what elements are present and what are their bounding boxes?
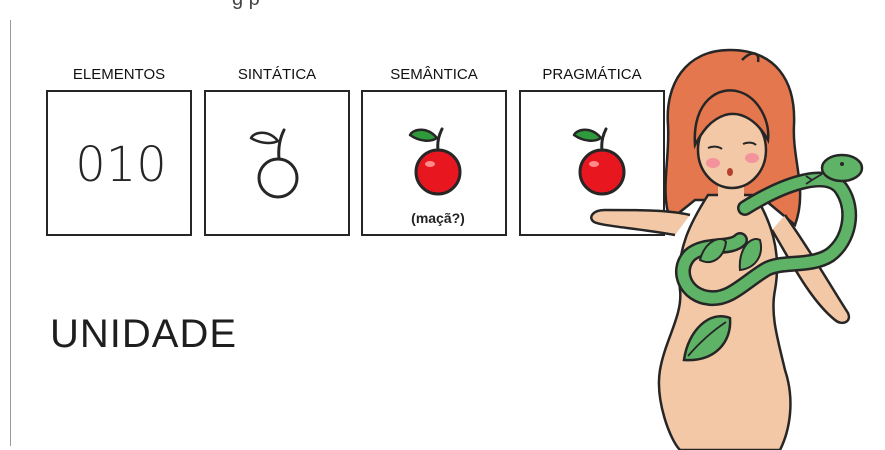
apple-outline-icon	[206, 92, 352, 238]
left-divider	[10, 20, 11, 446]
binary-text: 010	[75, 137, 167, 193]
panel-elementos: 010	[46, 90, 192, 236]
apple-caption: (maçã?)	[408, 210, 468, 226]
top-caption-fragment: g p	[232, 0, 260, 11]
panel-label-semantica: SEMÂNTICA	[361, 66, 507, 83]
slide-heading: UNIDADE	[50, 312, 237, 357]
panel-label-elementos: ELEMENTOS	[46, 66, 192, 83]
binary-glyph: 010	[48, 92, 194, 238]
panel-sintatica	[204, 90, 350, 236]
panel-semantica: (maçã?)	[361, 90, 507, 236]
panel-label-sintatica: SINTÁTICA	[204, 66, 350, 83]
eve-with-snake-illustration	[580, 30, 880, 450]
